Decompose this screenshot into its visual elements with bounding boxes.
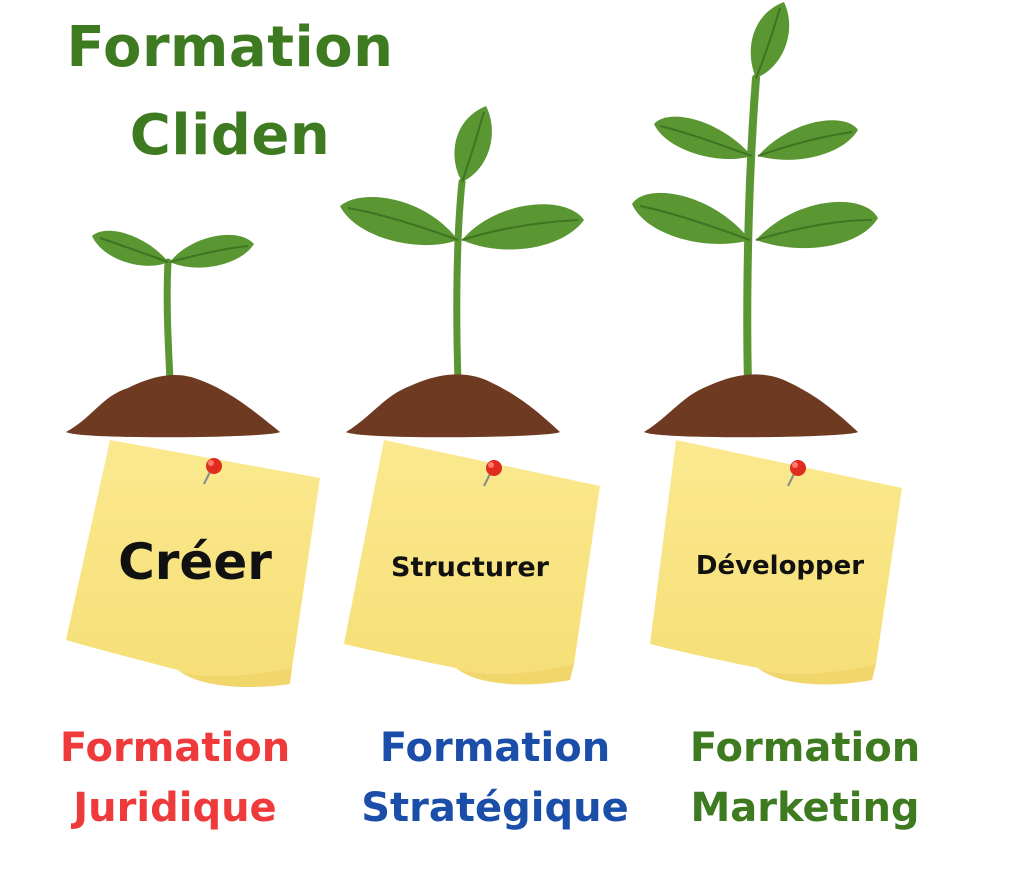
pushpin-icon — [203, 458, 222, 485]
caption-line-2: Marketing — [690, 785, 920, 831]
caption-line-1: Formation — [59, 725, 291, 771]
sprout-icon — [340, 106, 584, 386]
soil-mound — [66, 374, 280, 438]
soil-mound — [644, 374, 858, 438]
caption-line-1: Formation — [379, 725, 611, 771]
caption-marketing: Formation Marketing — [660, 718, 950, 838]
caption-strategique: Formation Stratégique — [345, 718, 645, 838]
caption-line-2: Juridique — [73, 785, 277, 831]
title-line-1: Formation — [66, 15, 394, 80]
sticky-note-icon — [344, 440, 600, 685]
note-label-creer: Créer — [118, 533, 272, 591]
caption-line-1: Formation — [689, 725, 921, 771]
soil-mound — [346, 374, 560, 438]
pushpin-icon — [483, 460, 502, 487]
caption-line-2: Stratégique — [361, 785, 629, 831]
caption-juridique: Formation Juridique — [40, 718, 310, 838]
pushpin-icon — [787, 460, 806, 487]
note-label-structurer: Structurer — [391, 552, 549, 583]
seedling-icon — [92, 230, 254, 384]
note-label-developper: Développer — [695, 551, 865, 581]
sticky-note-icon — [650, 440, 902, 685]
sticky-note-icon — [66, 440, 320, 688]
title-line-2: Cliden — [129, 103, 331, 168]
plant-icon — [632, 2, 878, 388]
page-title: Formation Cliden — [60, 4, 400, 180]
